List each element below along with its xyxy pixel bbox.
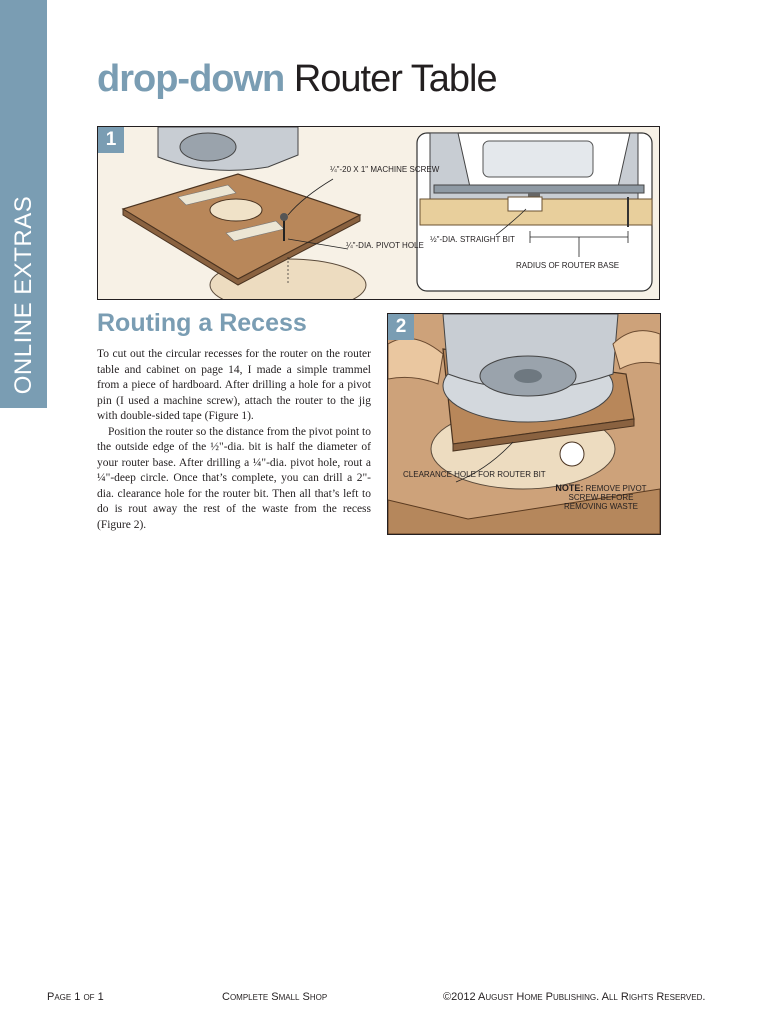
paragraph-1: To cut out the circular recesses for the… [97,348,371,422]
footer-copyright: ©2012 August Home Publishing. All Rights… [443,991,706,1003]
figure-2-number: 2 [388,314,414,340]
figure-2: 2 Clearance hole for router bit NOTE: Re… [387,313,661,535]
figure-1: 1 ¼"-20 x 1" machine screw [97,126,660,300]
callout-clearance-hole: Clearance hole for router bit [403,470,546,479]
callout-router-base-radius: Radius of router base [516,261,620,270]
title-accent: drop-down [97,58,285,100]
title-rest: Router Table [293,58,498,100]
callout-note: NOTE: Remove pivot screw before removing… [548,483,654,512]
note-label: NOTE: [555,483,584,493]
figure-1-illustration [121,127,653,299]
figure-1-number: 1 [98,127,124,153]
callout-pivot-hole: ¼"-dia. pivot hole [346,241,424,250]
article-body: To cut out the circular recesses for the… [97,347,371,533]
figure-2-illustration [388,314,660,534]
callout-straight-bit: ½"-dia. straight bit [430,235,515,244]
page-title: drop-down Router Table [97,58,498,101]
online-extras-tab: ONLINE EXTRAS [0,0,47,408]
section-heading: Routing a Recess [97,309,307,337]
paragraph-2: Position the router so the distance from… [97,425,371,531]
footer-publication: Complete Small Shop [222,991,328,1003]
footer-page-number: Page 1 of 1 [47,991,104,1003]
callout-machine-screw: ¼"-20 x 1" machine screw [330,165,440,174]
note-text: Remove pivot screw before removing waste [564,484,647,511]
side-tab-label: ONLINE EXTRAS [9,195,37,395]
